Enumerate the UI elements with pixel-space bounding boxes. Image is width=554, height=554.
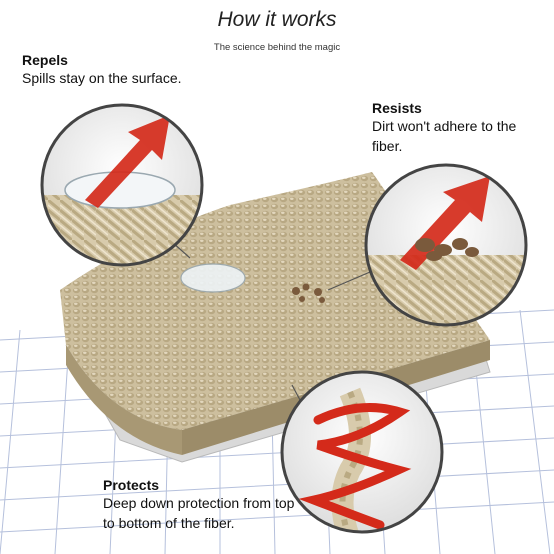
resists-text: Dirt won't adhere to the fiber. bbox=[372, 118, 517, 154]
resists-callout: Resists Dirt won't adhere to the fiber. bbox=[372, 100, 547, 156]
dirt-on-carpet bbox=[292, 283, 325, 303]
repels-callout: Repels Spills stay on the surface. bbox=[22, 52, 182, 88]
repels-heading: Repels bbox=[22, 52, 68, 68]
protects-callout: Protects Deep down protection from top t… bbox=[103, 477, 303, 533]
droplet-on-carpet bbox=[180, 263, 246, 293]
resists-heading: Resists bbox=[372, 100, 422, 116]
protects-heading: Protects bbox=[103, 477, 160, 493]
page-subtitle: The science behind the magic bbox=[213, 42, 341, 53]
page-title: How it works bbox=[217, 8, 337, 31]
protects-text: Deep down protection from top to bottom … bbox=[103, 495, 295, 531]
repels-text: Spills stay on the surface. bbox=[22, 70, 182, 86]
protects-magnifier bbox=[280, 370, 444, 534]
